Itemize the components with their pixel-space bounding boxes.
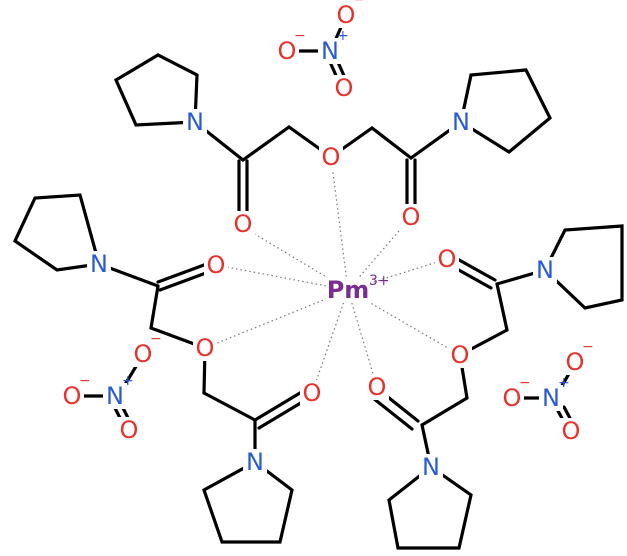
atom-background bbox=[559, 418, 583, 444]
atom-background bbox=[334, 2, 358, 28]
metal-atom-charge: 3+ bbox=[369, 273, 390, 289]
atom-background bbox=[332, 75, 356, 101]
atom-background bbox=[231, 211, 255, 237]
nitrate-oxygen-charge: − bbox=[79, 373, 91, 389]
atom-background bbox=[117, 417, 141, 443]
nitrate-nitrogen: N bbox=[321, 37, 339, 65]
nitrate-oxygen-charge: − bbox=[150, 331, 162, 347]
nitrate-oxygen: O bbox=[120, 416, 139, 444]
atom-background bbox=[275, 38, 299, 64]
pyrrolidine-ring bbox=[113, 53, 199, 127]
atom-background bbox=[563, 349, 587, 375]
pyrrolidine-ring bbox=[543, 224, 624, 310]
atom-background bbox=[60, 383, 84, 409]
oxygen-atom: O bbox=[438, 245, 457, 273]
atom-background bbox=[419, 454, 443, 480]
atom-background bbox=[300, 380, 324, 406]
nitrogen-atom: N bbox=[246, 448, 264, 476]
atom-background bbox=[183, 109, 207, 135]
nitrate-oxygen-charge: − bbox=[519, 375, 531, 391]
atom-background bbox=[539, 385, 563, 411]
pyrrolidine-ring bbox=[459, 68, 552, 154]
pyrrolidine-ring bbox=[202, 460, 294, 544]
nitrogen-atom: N bbox=[422, 453, 440, 481]
atom-background bbox=[319, 144, 343, 170]
oxygen-atom: O bbox=[303, 379, 322, 407]
atom-background bbox=[365, 374, 389, 400]
oxygen-atom: O bbox=[402, 203, 421, 231]
atom-background bbox=[500, 385, 524, 411]
atom-background bbox=[435, 246, 459, 272]
nitrate-oxygen: O bbox=[562, 417, 581, 445]
nitrate-oxygen: O bbox=[337, 1, 356, 29]
nitrogen-atom: N bbox=[536, 256, 554, 284]
coord-bond bbox=[347, 289, 378, 388]
coord-bond bbox=[347, 258, 448, 291]
nitrate-oxygen: O bbox=[566, 348, 585, 376]
atom-background bbox=[399, 204, 423, 230]
nitrate-nitrogen-charge: + bbox=[122, 373, 134, 389]
nitrate-oxygen-charge: − bbox=[582, 339, 594, 355]
nitrate-oxygen-charge: − bbox=[294, 28, 306, 44]
metal-atom: Pm bbox=[327, 276, 370, 304]
nitrate-nitrogen-charge: + bbox=[558, 375, 570, 391]
atom-background bbox=[243, 449, 267, 475]
nitrate-nitrogen: N bbox=[106, 382, 124, 410]
ligand-left bbox=[12, 193, 311, 544]
nitrogen-atom: N bbox=[90, 250, 108, 278]
coord-bond bbox=[330, 156, 349, 291]
atom-background bbox=[448, 342, 472, 368]
coord-bond bbox=[311, 289, 349, 394]
coord-bond bbox=[204, 289, 349, 349]
atom-background bbox=[204, 252, 228, 278]
oxygen-atom: O bbox=[207, 251, 226, 279]
atom-background bbox=[449, 109, 473, 135]
nitrogen-atom: N bbox=[186, 108, 204, 136]
nitrate-oxygen: O bbox=[134, 340, 153, 368]
nitrate-oxygen: O bbox=[503, 384, 522, 412]
oxygen-atom: O bbox=[234, 210, 253, 238]
pyrrolidine-ring bbox=[12, 193, 102, 272]
atom-background bbox=[318, 38, 342, 64]
oxygen-atom: O bbox=[196, 334, 215, 362]
atom-background bbox=[533, 257, 557, 283]
nitrate-oxygen: O bbox=[63, 382, 82, 410]
nitrate-oxygen: O bbox=[335, 74, 354, 102]
ligand-right bbox=[371, 224, 624, 550]
oxygen-atom: O bbox=[368, 373, 387, 401]
atom-background bbox=[131, 341, 155, 367]
nitrate-nitrogen: N bbox=[542, 384, 560, 412]
atom-background bbox=[103, 383, 127, 409]
nitrate-oxygen-charge: − bbox=[353, 0, 365, 8]
oxygen-atom: O bbox=[322, 143, 341, 171]
atom-background bbox=[193, 335, 217, 361]
nitrate-oxygen: O bbox=[278, 37, 297, 65]
coordination-bonds bbox=[204, 156, 461, 394]
atom-background bbox=[326, 277, 370, 303]
nitrate-nitrogen-charge: + bbox=[337, 28, 349, 44]
atom-background bbox=[87, 251, 111, 277]
oxygen-atom: O bbox=[451, 341, 470, 369]
nitrogen-atom: N bbox=[452, 108, 470, 136]
pyrrolidine-ring bbox=[387, 465, 473, 550]
